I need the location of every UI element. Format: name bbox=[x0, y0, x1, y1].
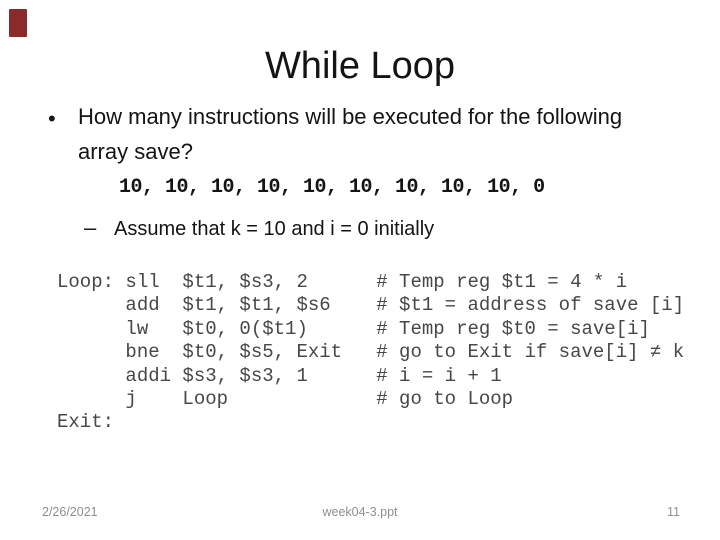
footer-page-number: 11 bbox=[667, 505, 680, 519]
footer-date: 2/26/2021 bbox=[42, 505, 98, 519]
corner-mark bbox=[9, 9, 27, 37]
slide-title: While Loop bbox=[264, 45, 456, 87]
footer-filename: week04-3.ppt bbox=[322, 505, 398, 519]
question-text: How many instructions will be executed f… bbox=[78, 104, 623, 164]
bullet-icon: • bbox=[48, 106, 56, 131]
mips-code-block: Loop: sll $t1, $s3, 2 # Temp reg $t1 = 4… bbox=[57, 271, 685, 434]
dash-bullet-icon: – bbox=[84, 215, 97, 240]
array-values-text: 10, 10, 10, 10, 10, 10, 10, 10, 10, 0 bbox=[119, 176, 545, 199]
assumption-text: Assume that k = 10 and i = 0 initially bbox=[114, 218, 435, 240]
